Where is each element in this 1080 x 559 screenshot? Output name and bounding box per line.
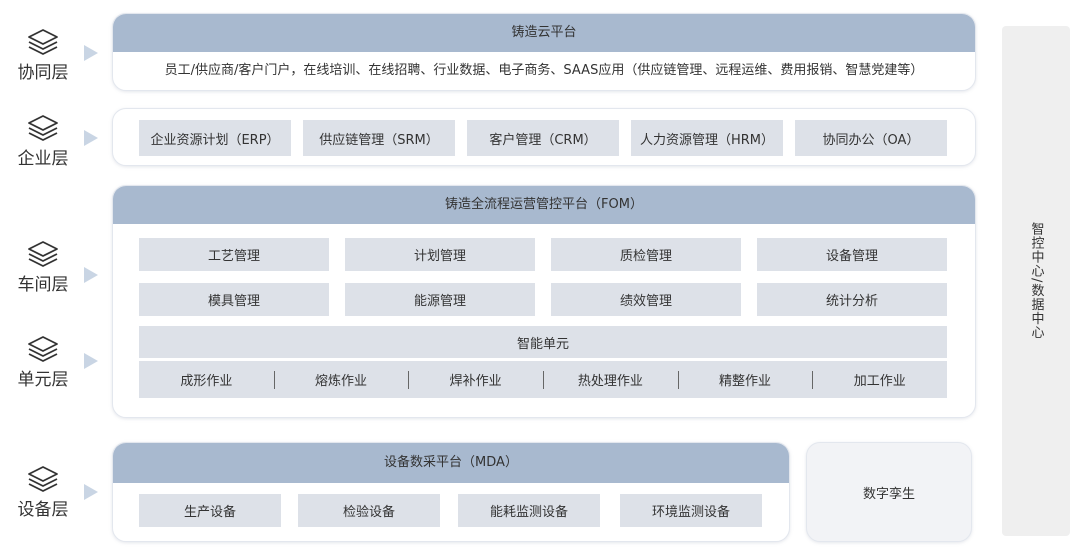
enterprise-item-crm: 客户管理（CRM）: [467, 120, 619, 156]
smart-unit-item: 熔炼作业: [274, 370, 409, 389]
mda-item-inspection: 检验设备: [298, 494, 440, 527]
fom-module-process: 工艺管理: [139, 238, 329, 271]
enterprise-item-hrm: 人力资源管理（HRM）: [631, 120, 783, 156]
layer-label-enterprise: 企业层: [8, 112, 78, 169]
enterprise-item-oa: 协同办公（OA）: [795, 120, 947, 156]
smart-unit-row: 成形作业 熔炼作业 焊补作业 热处理作业 精整作业 加工作业: [139, 361, 947, 398]
stacked-layers-icon: [28, 466, 58, 492]
cloud-platform-panel: 铸造云平台 员工/供应商/客户门户，在线培训、在线招聘、行业数据、电子商务、SA…: [112, 13, 976, 91]
control-data-center-label: 智控中心/数据中心: [1028, 222, 1044, 340]
fom-module-quality: 质检管理: [551, 238, 741, 271]
mda-item-production: 生产设备: [139, 494, 281, 527]
mda-title: 设备数采平台（MDA）: [113, 443, 789, 483]
layer-label-device: 设备层: [8, 463, 78, 520]
arrow-icon: [84, 353, 98, 369]
fom-module-mold: 模具管理: [139, 283, 329, 316]
fom-module-plan: 计划管理: [345, 238, 535, 271]
smart-unit-item: 加工作业: [812, 370, 947, 389]
stacked-layers-icon: [28, 241, 58, 267]
smart-unit-item: 热处理作业: [543, 370, 678, 389]
smart-unit-item: 成形作业: [180, 374, 233, 389]
arrow-icon: [84, 267, 98, 283]
layer-label-text: 单元层: [17, 370, 69, 390]
fom-title: 铸造全流程运营管控平台（FOM）: [113, 186, 975, 224]
layer-label-collab: 协同层: [8, 26, 78, 83]
arrow-icon: [84, 130, 98, 146]
cloud-platform-content: 员工/供应商/客户门户，在线培训、在线招聘、行业数据、电子商务、SAAS应用（供…: [164, 63, 924, 78]
layer-label-text: 车间层: [17, 275, 69, 295]
enterprise-item-srm: 供应链管理（SRM）: [303, 120, 455, 156]
mda-item-env-monitor: 环境监测设备: [620, 494, 762, 527]
arrow-icon: [84, 45, 98, 61]
layer-label-unit: 单元层: [8, 333, 78, 390]
smart-unit-title: 智能单元: [139, 326, 947, 358]
stacked-layers-icon: [28, 29, 58, 55]
fom-module-statistics: 统计分析: [757, 283, 947, 316]
stacked-layers-icon: [28, 336, 58, 362]
cloud-platform-title: 铸造云平台: [113, 14, 975, 52]
smart-unit-item: 焊补作业: [408, 370, 543, 389]
control-data-center-panel: 智控中心/数据中心: [1002, 26, 1070, 536]
mda-item-energy-monitor: 能耗监测设备: [458, 494, 600, 527]
layer-label-text: 企业层: [17, 149, 69, 169]
digital-twin-panel: 数字孪生: [806, 442, 972, 542]
fom-module-performance: 绩效管理: [551, 283, 741, 316]
enterprise-item-erp: 企业资源计划（ERP）: [139, 120, 291, 156]
fom-module-energy: 能源管理: [345, 283, 535, 316]
mda-panel: 设备数采平台（MDA）: [112, 442, 790, 542]
smart-unit-item: 精整作业: [678, 370, 813, 389]
layer-label-text: 协同层: [17, 63, 69, 83]
layer-label-text: 设备层: [17, 500, 69, 520]
layer-label-workshop: 车间层: [8, 238, 78, 295]
fom-module-equipment: 设备管理: [757, 238, 947, 271]
stacked-layers-icon: [28, 115, 58, 141]
digital-twin-label: 数字孪生: [862, 486, 915, 502]
arrow-icon: [84, 484, 98, 500]
